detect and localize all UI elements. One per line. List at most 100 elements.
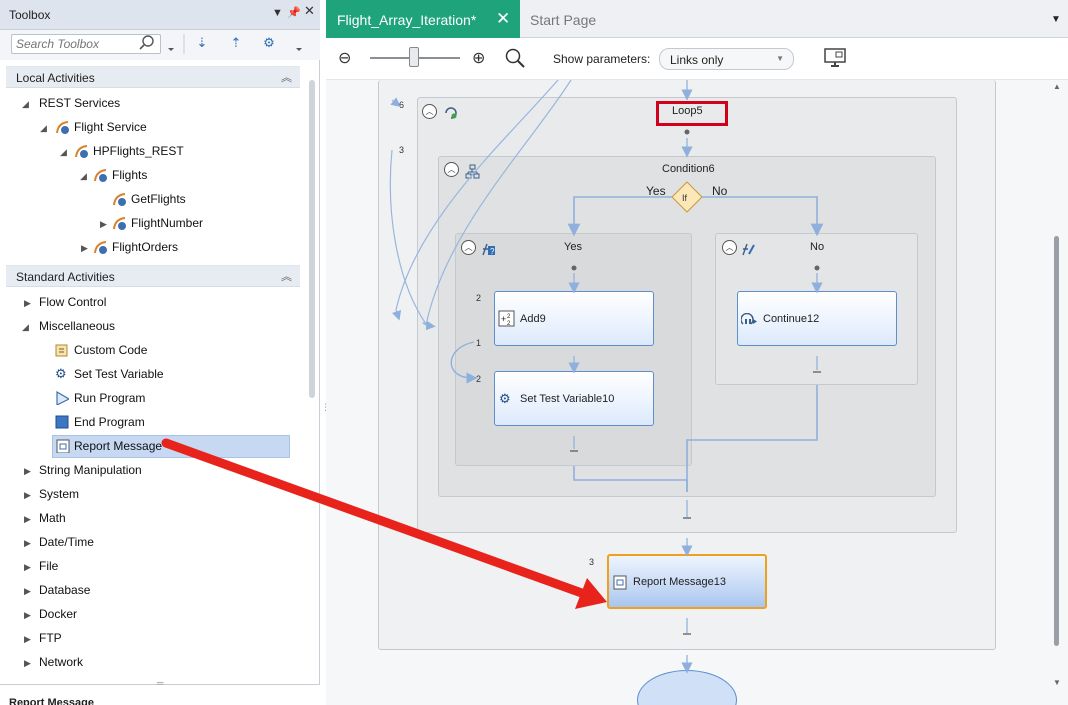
tree-item-label: Report Message: [74, 439, 163, 453]
expanded-arrow-icon[interactable]: ◢: [60, 147, 67, 157]
collapsed-arrow-icon[interactable]: ▶: [24, 658, 31, 668]
activity-report-message13[interactable]: Report Message13: [607, 554, 767, 609]
properties-title: Report Message: [9, 697, 94, 705]
tree-item-flightnumber[interactable]: FlightNumber: [131, 213, 203, 233]
settings-gear-icon[interactable]: ⚙: [263, 35, 275, 50]
condition-label: Condition6: [662, 163, 715, 175]
tree-item-rest-services[interactable]: REST Services: [39, 93, 120, 113]
expanded-arrow-icon[interactable]: ◢: [22, 322, 29, 332]
tree-item-label: Docker: [39, 607, 78, 621]
collapsed-arrow-icon[interactable]: ▶: [24, 610, 31, 620]
tree-item-network[interactable]: Network: [39, 652, 83, 672]
collapsed-arrow-icon[interactable]: ▶: [24, 634, 31, 644]
tab-flight-array-iteration[interactable]: Flight_Array_Iteration* ✕: [326, 0, 520, 38]
tree-item-label: Miscellaneous: [39, 319, 116, 333]
tree-item-label: HPFlights_REST: [93, 144, 184, 158]
expanded-arrow-icon[interactable]: ◢: [80, 171, 87, 181]
expanded-arrow-icon[interactable]: ◢: [40, 123, 47, 133]
condition-no-label: No: [712, 184, 728, 198]
tree-item-hpflights-rest[interactable]: HPFlights_REST: [93, 141, 184, 161]
close-tab-icon[interactable]: ✕: [496, 9, 511, 28]
search-icon[interactable]: [0, 0, 320, 60]
no-branch-collapse-icon[interactable]: ︿: [722, 240, 737, 255]
tree-item-database[interactable]: Database: [39, 580, 90, 600]
tree-item-report-message[interactable]: Report Message: [74, 436, 162, 456]
tree-item-custom-code[interactable]: Custom Code: [74, 340, 147, 360]
tree-item-getflights[interactable]: GetFlights: [131, 189, 186, 209]
tree-item-label: File: [39, 559, 59, 573]
condition-collapse-icon[interactable]: ︿: [444, 162, 459, 177]
tree-item-label: End Program: [74, 415, 145, 429]
scroll-up-icon[interactable]: ▲: [1053, 82, 1061, 91]
close-icon[interactable]: ✕: [304, 3, 315, 18]
if-diamond-label: If: [682, 193, 688, 203]
loop-collapse-icon[interactable]: ︿: [422, 104, 437, 119]
yes-branch-collapse-icon[interactable]: ︿: [461, 240, 476, 255]
monitor-icon[interactable]: [823, 47, 849, 69]
collapsed-arrow-icon[interactable]: ▶: [81, 243, 88, 253]
splitter-handle[interactable]: ═: [157, 678, 164, 688]
collapse-chevron-icon[interactable]: ︽: [281, 72, 292, 84]
tree-item-run-program[interactable]: Run Program: [74, 388, 145, 408]
collapsed-arrow-icon[interactable]: ▶: [24, 562, 31, 572]
collapse-chevron-icon[interactable]: ︽: [281, 271, 292, 283]
tree-item-label: Flight Service: [74, 120, 147, 134]
end-program-icon: [55, 415, 69, 429]
yes-branch-container[interactable]: [455, 233, 692, 466]
local-activities-header[interactable]: Local Activities ︽: [6, 66, 300, 88]
tree-item-label: REST Services: [39, 96, 121, 110]
activity-set-test-variable10[interactable]: ⚙ Set Test Variable10: [494, 371, 654, 426]
tree-item-miscellaneous[interactable]: Miscellaneous: [39, 316, 115, 336]
tree-item-flightorders[interactable]: FlightOrders: [112, 237, 178, 257]
tree-item-label: Flow Control: [39, 295, 107, 309]
tree-item-system[interactable]: System: [39, 484, 79, 504]
search-input[interactable]: [11, 34, 161, 54]
report-message-icon: [56, 439, 70, 453]
canvas-scrollbar[interactable]: [1054, 236, 1059, 646]
loop-label-highlight: [656, 101, 728, 126]
tree-item-date-time[interactable]: Date/Time: [39, 532, 94, 552]
section-title: Standard Activities: [16, 270, 115, 284]
collapsed-arrow-icon[interactable]: ▶: [24, 466, 31, 476]
loop-step-number: 6: [399, 100, 405, 110]
tree-item-docker[interactable]: Docker: [39, 604, 77, 624]
tree-item-file[interactable]: File: [39, 556, 58, 576]
collapsed-arrow-icon[interactable]: ▶: [24, 586, 31, 596]
yes-branch-label: Yes: [564, 241, 582, 253]
rest-service-icon: [56, 121, 69, 134]
toolbox-scrollbar[interactable]: [309, 80, 315, 398]
tab-start-page[interactable]: Start Page: [530, 12, 597, 28]
collapsed-arrow-icon[interactable]: ▶: [24, 298, 31, 308]
zoom-in-icon[interactable]: ⊕: [472, 50, 486, 67]
scroll-down-icon[interactable]: ▼: [1053, 678, 1061, 687]
show-parameters-select[interactable]: Links only ▼: [659, 48, 794, 70]
splitter-handle[interactable]: ⋮: [321, 402, 330, 412]
tree-item-set-test-variable[interactable]: Set Test Variable: [74, 364, 164, 384]
tree-item-string-manipulation[interactable]: String Manipulation: [39, 460, 142, 480]
collapsed-arrow-icon[interactable]: ▶: [24, 538, 31, 548]
collapsed-arrow-icon[interactable]: ▶: [24, 490, 31, 500]
gear-icon: ⚙: [499, 391, 511, 406]
zoom-out-icon[interactable]: ⊖: [338, 50, 352, 67]
flow-canvas[interactable]: 6 3 ︿ Loop5 ︿ Condition6 Yes No ︿ ? Yes: [326, 80, 1068, 705]
collapsed-arrow-icon[interactable]: ▶: [100, 219, 107, 229]
sort-descending-icon[interactable]: ⇣: [196, 35, 208, 50]
standard-activities-header[interactable]: Standard Activities ︽: [6, 265, 300, 287]
add-math-icon: + 2 2: [498, 310, 515, 327]
rest-service-icon: [94, 241, 107, 254]
tree-item-end-program[interactable]: End Program: [74, 412, 145, 432]
tree-item-flow-control[interactable]: Flow Control: [39, 292, 106, 312]
sort-ascending-icon[interactable]: ⇡: [230, 35, 242, 50]
tree-item-flight-service[interactable]: Flight Service: [74, 117, 147, 137]
tree-item-math[interactable]: Math: [39, 508, 66, 528]
collapsed-arrow-icon[interactable]: ▶: [24, 514, 31, 524]
tabs-dropdown-icon[interactable]: ▼: [1051, 14, 1061, 25]
zoom-fit-icon[interactable]: [504, 47, 528, 71]
expanded-arrow-icon[interactable]: ◢: [22, 99, 29, 109]
pane-menu-icon[interactable]: ▼: [272, 7, 283, 19]
pin-icon[interactable]: 📌: [287, 7, 301, 19]
tree-item-flights[interactable]: Flights: [112, 165, 147, 185]
tree-item-ftp[interactable]: FTP: [39, 628, 62, 648]
zoom-slider-handle[interactable]: [409, 47, 419, 67]
